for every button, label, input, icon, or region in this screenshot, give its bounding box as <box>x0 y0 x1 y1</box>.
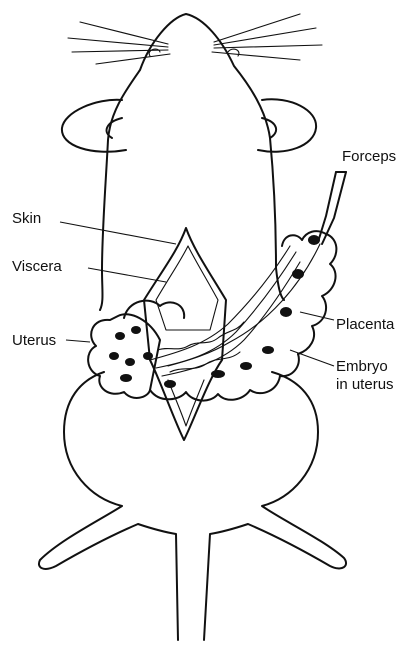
label-forceps: Forceps <box>342 148 396 165</box>
hind-body-outline <box>39 372 346 640</box>
label-uterus: Uterus <box>12 332 56 349</box>
label-placenta: Placenta <box>336 316 394 333</box>
label-skin: Skin <box>12 210 41 227</box>
label-embryo-line2: in uterus <box>336 376 394 393</box>
label-viscera: Viscera <box>12 258 62 275</box>
right-eye <box>228 49 239 56</box>
uterus-right-lobes <box>280 231 336 354</box>
forceps-icon <box>168 172 346 366</box>
whiskers <box>68 14 322 64</box>
body-outline <box>100 14 284 310</box>
viscera-opening <box>156 246 218 330</box>
label-embryo-line1: Embryo <box>336 358 388 375</box>
